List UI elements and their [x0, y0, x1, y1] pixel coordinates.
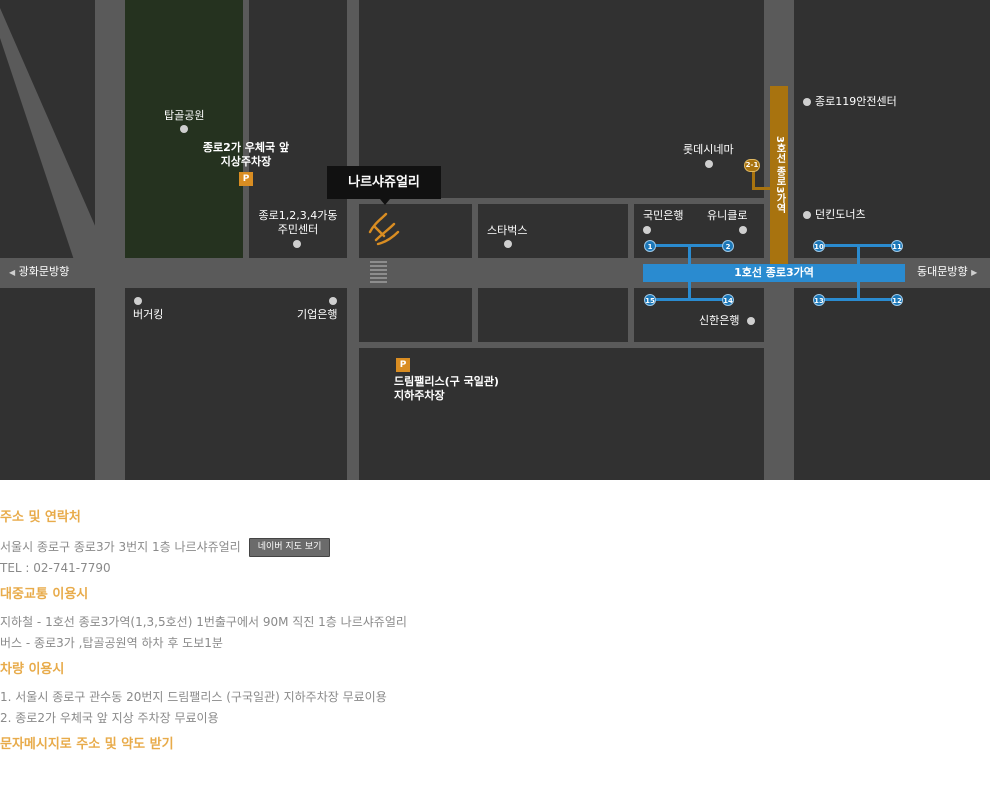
subway-exit-14: 14	[722, 294, 734, 306]
line3-station-bar	[770, 86, 788, 264]
car-heading: 차량 이용시	[0, 662, 65, 677]
label-uniqlo: 유니클로	[707, 209, 748, 222]
sms-heading[interactable]: 문자메시지로 주소 및 약도 받기	[0, 737, 174, 752]
road-block-divider-1	[472, 204, 478, 258]
exit-connector-east-bottom-v	[857, 280, 860, 300]
dot-starbucks	[504, 240, 512, 248]
dot-fire-station	[803, 98, 811, 106]
subway-exit-13: 13	[813, 294, 825, 306]
dot-uniqlo	[739, 226, 747, 234]
label-tapgol: 탑골공원	[164, 109, 205, 122]
label-post-parking: 종로2가 우체국 앞 지상주차장	[202, 141, 290, 168]
road-block-divider-3	[628, 204, 634, 258]
road-park-edge	[243, 0, 249, 258]
label-fire-station: 종로119안전센터	[815, 95, 897, 108]
road-center-vertical	[347, 0, 359, 480]
label-dream-palace: 드림팰리스(구 국일관) 지하주차장	[394, 375, 499, 402]
road-block-divider-4	[628, 288, 634, 342]
exit-connector-west-top-v	[688, 244, 691, 266]
exit-connector-west-bottom-v	[688, 280, 691, 300]
label-community-center: 종로1,2,3,4가동 주민센터	[258, 209, 338, 236]
road-west-vertical	[95, 0, 125, 480]
direction-east: 동대문방향 ▶	[917, 265, 978, 278]
direction-west: ◀ 광화문방향	[9, 265, 70, 278]
dot-shinhan-bank	[747, 317, 755, 325]
subway-line: 지하철 - 1호선 종로3가역(1,3,5호선) 1번출구에서 90M 직진 1…	[0, 615, 407, 629]
line1-station-bar	[643, 264, 905, 282]
dot-lotte-cinema	[705, 160, 713, 168]
line1-station-label: 1호선 종로3가역	[734, 266, 814, 279]
tel-line: TEL : 02-741-7790	[0, 561, 111, 575]
line3-exit-2-1: 2-1	[744, 159, 760, 172]
subway-exit-1: 1	[644, 240, 656, 252]
store-callout-pointer	[380, 199, 390, 205]
subway-exit-11: 11	[891, 240, 903, 252]
transit-heading: 대중교통 이용시	[0, 587, 89, 602]
label-dunkin: 던킨도너츠	[815, 208, 866, 221]
subway-exit-2: 2	[722, 240, 734, 252]
location-map: ◀ 광화문방향 동대문방향 ▶ 3호선 종로3가역 2-1 1호선 종로3가역 …	[0, 0, 990, 480]
store-callout: 나르샤쥬얼리	[327, 166, 441, 199]
label-starbucks: 스타벅스	[487, 224, 528, 237]
car-line-1: 1. 서울시 종로구 관수동 20번지 드림팰리스 (구국일관) 지하주차장 무…	[0, 690, 387, 704]
arrow-left-icon: ◀	[9, 268, 16, 277]
naver-map-button[interactable]: 네이버 지도 보기	[248, 538, 331, 557]
label-kookmin-bank: 국민은행	[643, 209, 684, 222]
label-shinhan-bank: 신한은행	[699, 314, 740, 327]
car-line-2: 2. 종로2가 우체국 앞 지상 주차장 무료이용	[0, 711, 219, 725]
subway-exit-15: 15	[644, 294, 656, 306]
dot-dunkin	[803, 211, 811, 219]
crosswalk	[370, 261, 387, 285]
address-heading: 주소 및 연락처	[0, 510, 81, 525]
dot-ibk-bank	[329, 297, 337, 305]
bus-line: 버스 - 종로3가 ,탑골공원역 하차 후 도보1분	[0, 636, 223, 650]
road-block-divider-2	[472, 288, 478, 342]
dot-kookmin-bank	[643, 226, 651, 234]
diagonal-road	[0, 8, 96, 260]
parking-icon-dream: P	[396, 358, 410, 372]
label-ibk-bank: 기업은행	[297, 308, 338, 321]
dot-tapgol	[180, 125, 188, 133]
subway-exit-10: 10	[813, 240, 825, 252]
parking-icon-post: P	[239, 172, 253, 186]
subway-exit-12: 12	[891, 294, 903, 306]
label-burgerking: 버거킹	[133, 308, 164, 321]
line3-exit-connector	[752, 166, 755, 190]
store-logo-icon	[368, 212, 400, 246]
line3-station-label: 3호선 종로3가역	[774, 136, 785, 214]
road-upper-lane	[359, 198, 764, 204]
dot-burgerking	[134, 297, 142, 305]
dot-community-center	[293, 240, 301, 248]
arrow-right-icon: ▶	[971, 268, 978, 277]
label-lotte-cinema: 롯데시네마	[683, 143, 734, 156]
exit-connector-east-top-v	[857, 244, 860, 266]
road-lower-lane	[359, 342, 764, 348]
line3-exit-connector-h	[752, 187, 770, 190]
